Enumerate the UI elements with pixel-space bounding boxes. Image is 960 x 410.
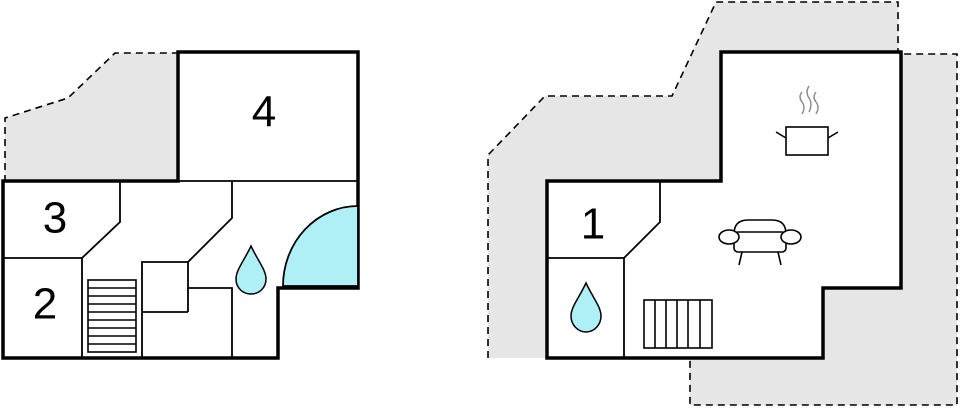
room-label-2: 2 [33,280,57,329]
outdoor-terrace-left [5,53,180,182]
water-drop-icon [570,281,602,333]
stairs-icon [87,279,137,353]
shower-icon [282,205,359,287]
room-label-1: 1 [581,200,605,249]
water-drop-icon [235,244,267,295]
outdoor-terrace-right-edge [487,1,958,406]
left-floor: 4 3 2 [1,50,360,360]
stairs-icon [643,299,713,349]
outdoor-terrace-left-edge [4,52,180,182]
room-label-4: 4 [252,88,276,137]
right-floor-outer-wall [545,50,903,360]
right-floor: 1 [487,1,958,406]
room-label-3: 3 [43,194,67,243]
right-floor-interior-walls [547,181,661,358]
cooking-pot-icon [775,85,839,156]
sofa-icon [718,219,802,266]
left-floor-interior-walls [3,180,358,358]
